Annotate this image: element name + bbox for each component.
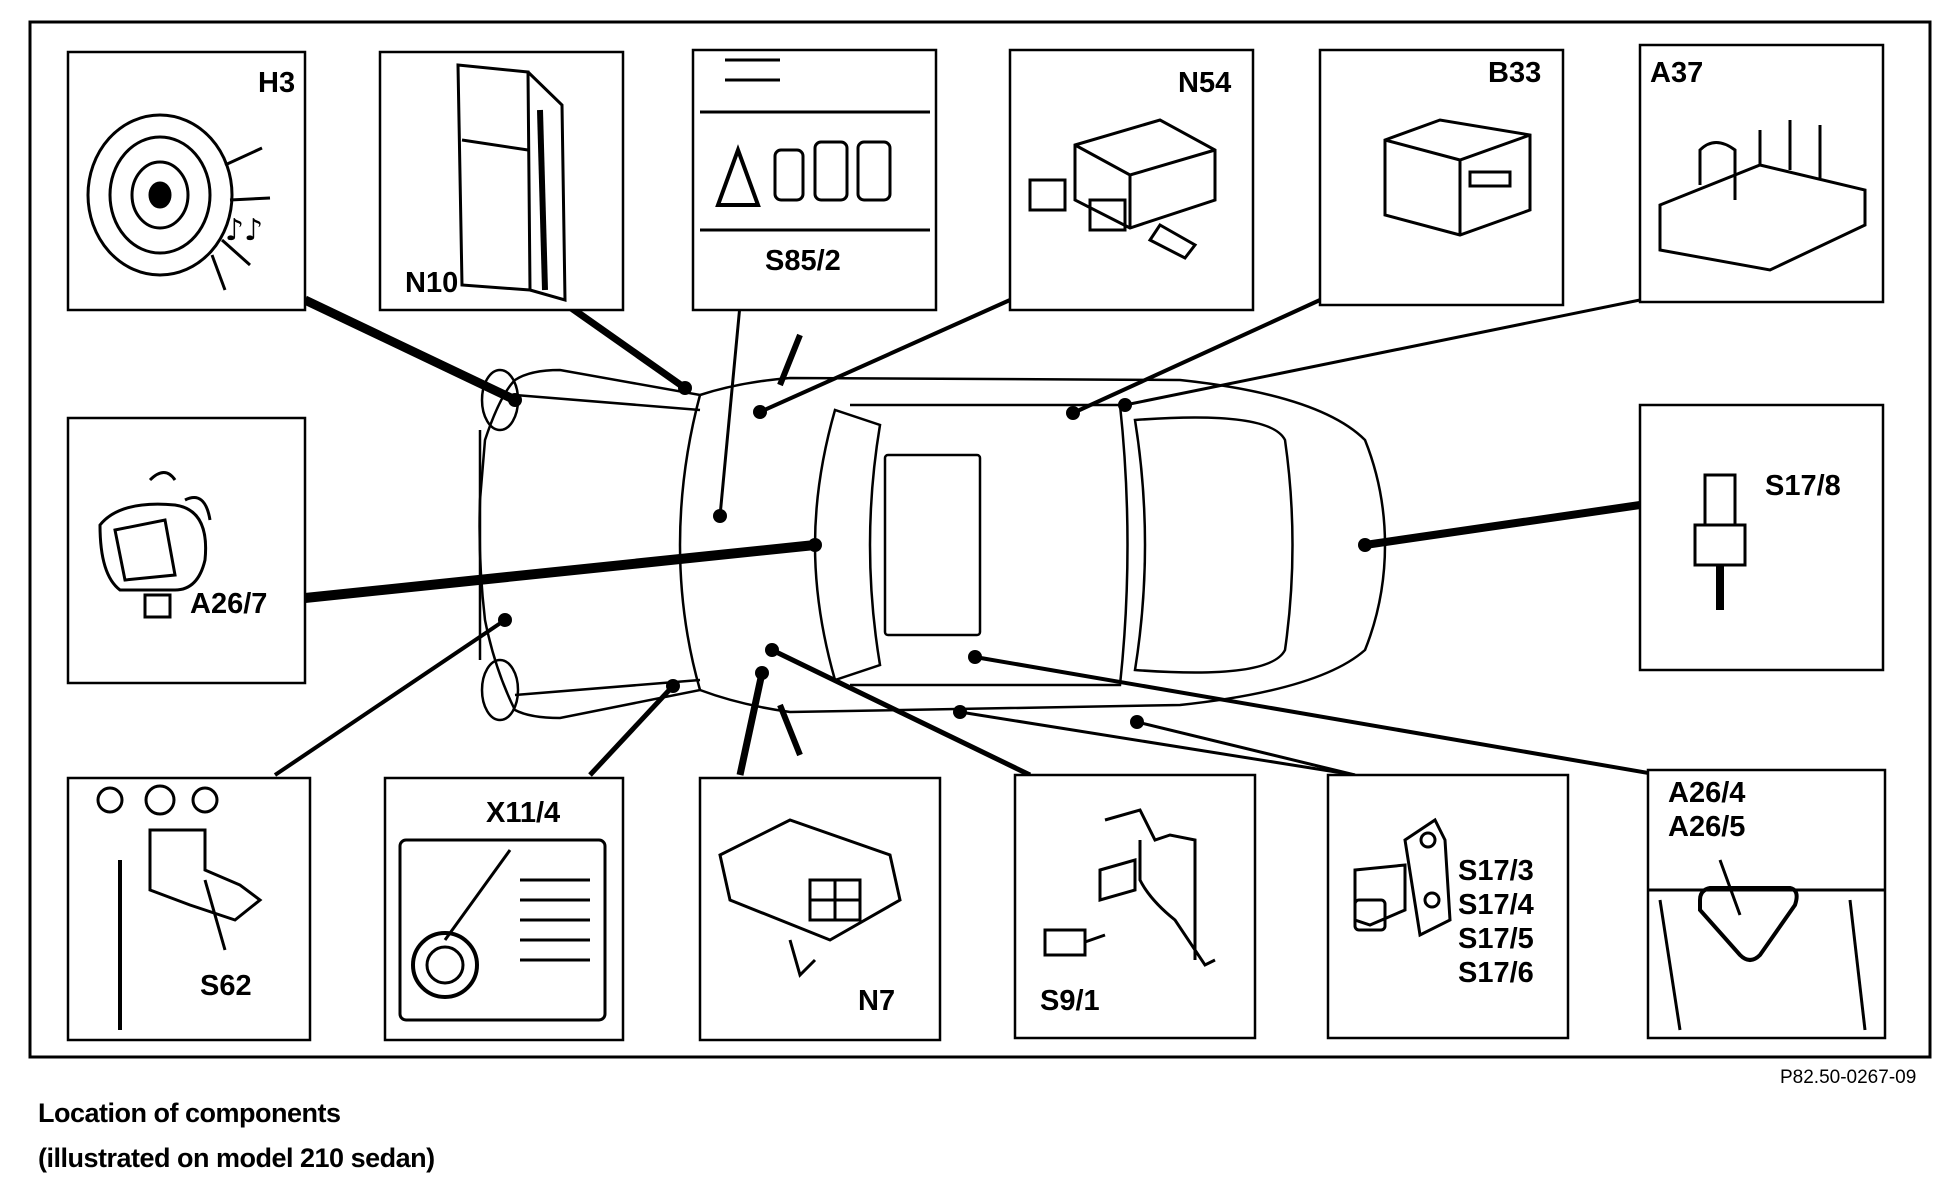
leader-a37 [1124,298,1641,407]
label-s17-3: S17/3 [1458,855,1534,887]
label-s85-2: S85/2 [765,245,841,277]
point-s17-8 [1358,538,1372,552]
actuator-icon [1658,120,1867,272]
point-x11-4 [666,679,680,693]
panel-h3: ♪♪ H3 [66,50,307,312]
label-x11-4: X11/4 [486,797,560,829]
light-control-module-icon [718,818,902,978]
label-n7: N7 [858,985,895,1017]
mirror-left [777,333,803,387]
leader-s17-group [959,710,1356,777]
label-a26-7: A26/7 [190,588,267,620]
leader-x11-4 [588,684,675,777]
label-s17-6: S17/6 [1458,957,1534,989]
leader-s62 [273,618,507,777]
roof-outline [850,403,1129,687]
panel-n10: N10 [378,50,625,312]
panel-s62: S62 [66,776,312,1042]
panel-x11-4: X11/4 [383,776,625,1042]
engine-bay-s62-icon [96,784,263,1030]
leader-s17-group-b [1136,720,1356,777]
car-body-outline [478,368,1387,720]
panel-s17-group: S17/3 S17/4 S17/5 S17/6 [1326,773,1570,1040]
point-n10 [678,381,692,395]
leader-n10 [557,297,688,391]
point-s62 [498,613,512,627]
label-a26-4: A26/4 [1668,777,1745,809]
light-unit-icon [98,471,212,619]
sunroof [883,453,982,637]
point-s17-a [953,705,967,719]
door-contact-switch-icon [1353,817,1452,938]
label-s17-8: S17/8 [1765,470,1841,502]
leader-s17-8 [1364,501,1641,549]
label-a26-5: A26/5 [1668,811,1745,843]
horn-icon: ♪♪ [86,113,271,291]
label-b33: B33 [1488,57,1541,89]
diagram-frame [28,20,1932,1059]
rear-window [1133,416,1294,674]
label-s17-5: S17/5 [1458,923,1534,955]
label-n54: N54 [1178,67,1231,99]
point-s17-b [1130,715,1144,729]
leader-s9-1 [770,647,1032,778]
caption-subtitle: (illustrated on model 210 sedan) [38,1143,435,1173]
leader-b33 [1072,298,1321,415]
label-s62: S62 [200,970,252,1002]
panel-n7: N7 [698,776,942,1042]
point-a26-7 [808,538,822,552]
leader-h3 [303,295,517,405]
svg-text:♪♪: ♪♪ [225,213,263,248]
point-a26-group [968,650,982,664]
point-s9-1 [765,643,779,657]
car-cabin-outline [678,394,702,691]
point-h3 [508,393,522,407]
panel-b33: B33 [1318,48,1565,307]
point-n54 [753,405,767,419]
leader-a26-group [974,655,1661,777]
label-s17-4: S17/4 [1458,889,1534,921]
relay-module-icon [1028,118,1217,260]
panel-n54: N54 [1008,48,1255,312]
component-points [498,381,1372,729]
panel-a26-group: A26/4 A26/5 [1646,768,1887,1040]
label-n10: N10 [405,267,458,299]
label-s9-1: S9/1 [1040,985,1100,1017]
leader-lines [273,295,1661,778]
front-headlight-right [480,658,520,722]
car-top-view [478,333,1387,757]
sensor-box-icon [1383,118,1532,237]
mirror-right [777,703,803,757]
leader-a26-7 [304,540,816,603]
panel-s85-2: S85/2 [691,48,938,312]
diagnostic-socket-icon [398,838,607,1022]
panel-s9-1: S9/1 [1013,773,1257,1040]
brake-pedal-switch-icon [1043,808,1216,967]
label-h3: H3 [258,67,295,99]
windshield [813,408,882,682]
figure-reference-code: P82.50-0267-09 [1780,1067,1917,1088]
leader-n54 [759,298,1011,414]
point-b33 [1066,406,1080,420]
point-n7 [755,666,769,680]
leader-s85-2 [718,304,742,517]
control-module-icon [456,63,567,302]
label-a37: A37 [1650,57,1703,89]
point-a37 [1118,398,1132,412]
panel-a26-7: A26/7 [66,416,307,685]
interior-light-icon [1648,859,1885,1031]
switch-panel-icon [700,58,930,232]
point-s85-2 [713,509,727,523]
panel-a37: A37 [1638,43,1885,304]
panel-s17-8: S17/8 [1638,403,1885,672]
hood-line-top [514,393,701,412]
leader-n7 [736,672,766,776]
caption-title: Location of components [38,1098,341,1128]
door-switch-icon [1693,473,1747,610]
